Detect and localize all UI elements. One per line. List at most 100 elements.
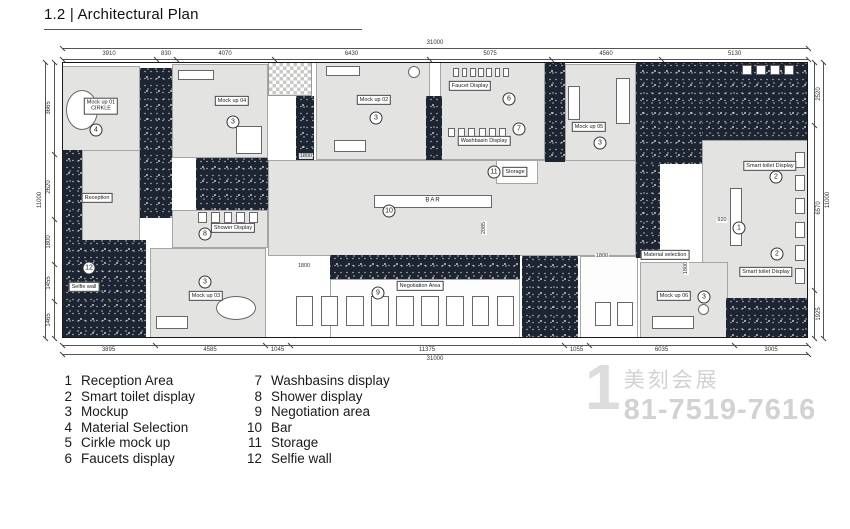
legend-item-number: 11 <box>247 435 262 451</box>
dimension-label: 31000 <box>425 356 445 362</box>
fixture <box>795 244 805 262</box>
fixture <box>471 296 490 326</box>
legend-item-number: 8 <box>254 388 262 404</box>
legend-item-number: 9 <box>254 404 262 420</box>
watermark-company: 美刻会展 <box>623 369 720 392</box>
fixture <box>568 86 580 120</box>
legend-item-label: Bar <box>271 419 293 435</box>
room-marker: 3 <box>369 111 383 125</box>
fixture <box>295 296 314 326</box>
dimension-label: 5130 <box>726 51 743 57</box>
dimension-label: 830 <box>159 51 173 57</box>
room-marker: 3 <box>226 115 240 129</box>
legend-item-label: Washbasins display <box>271 373 390 388</box>
room-marker: 8 <box>198 227 212 241</box>
dimension-tick <box>59 351 65 358</box>
legend-item-label: Cirkle mock up <box>81 435 171 451</box>
fixture <box>446 296 464 326</box>
room-marker: 10 <box>382 204 396 218</box>
dimension-line <box>62 59 808 60</box>
wall-block <box>62 240 146 338</box>
room-marker: 6 <box>502 92 516 106</box>
fixture <box>156 316 188 329</box>
wall-block <box>196 158 268 210</box>
legend-item-label: Reception Area <box>81 373 174 388</box>
dimension-tick <box>42 335 48 342</box>
dimension-label: 3910 <box>101 51 117 57</box>
room-label: BAR <box>425 197 441 204</box>
room-label: Mock up 04 <box>214 95 250 107</box>
room-label: Faucet Display <box>448 80 492 92</box>
fixture <box>795 198 805 215</box>
legend-item-number: 5 <box>64 435 72 451</box>
dimension-line <box>54 62 55 338</box>
dimension-label: 1045 <box>269 347 286 353</box>
fixture <box>698 304 709 315</box>
dimension-label: 5075 <box>482 51 498 57</box>
fixture <box>494 68 501 77</box>
room-marker: 3 <box>697 290 711 304</box>
room-marker: 9 <box>371 286 385 300</box>
wall-block <box>62 150 82 242</box>
fixture <box>486 68 493 77</box>
fixture <box>345 296 364 326</box>
dimension-label: 1055 <box>568 347 585 353</box>
room-label: Material selection <box>640 249 690 261</box>
legend-item-number: 6 <box>64 450 72 466</box>
fixture <box>447 128 455 137</box>
fixture <box>742 65 752 75</box>
dimension-line <box>62 354 808 355</box>
dimension-label: 3665 <box>46 100 52 116</box>
dimension-label: 1455 <box>46 274 52 291</box>
room-marker: 3 <box>593 136 607 150</box>
fixture <box>502 68 509 77</box>
legend-item-label: Faucets display <box>81 450 175 466</box>
dimension-line <box>62 345 808 346</box>
dimension-label: 4560 <box>598 51 614 57</box>
title-underline <box>44 29 362 30</box>
watermark: 1 美刻会展 81-7519-7616 <box>585 355 817 427</box>
fixture <box>371 296 389 326</box>
room-marker: 3 <box>198 275 212 289</box>
fixture <box>478 68 484 77</box>
inner-dimension: 1800 <box>594 253 610 259</box>
room-marker: 2 <box>770 247 784 261</box>
room-label: Storage <box>502 166 528 178</box>
room-label: Mock up 03 <box>188 290 224 302</box>
room-label: Reception <box>81 192 113 204</box>
fixture <box>396 296 414 326</box>
wall-block <box>522 256 578 338</box>
tiled-area <box>268 62 312 96</box>
legend-item-label: Negotiation area <box>271 404 371 420</box>
legend-item-label: Selfie wall <box>271 450 332 466</box>
dimension-label: 4585 <box>202 347 218 353</box>
room-marker: 1 <box>732 221 746 235</box>
dimension-line <box>45 62 46 338</box>
legend-item-number: 7 <box>254 373 262 388</box>
fixture <box>461 68 468 77</box>
wall-block <box>636 162 660 258</box>
fixture <box>249 212 259 223</box>
legend-item: 9 Negotiation area <box>240 404 390 420</box>
dimension-label: 11000 <box>37 190 43 210</box>
room-marker: 7 <box>512 122 526 136</box>
fixture <box>210 212 220 223</box>
fixture <box>652 316 694 329</box>
legend-item: 5 Cirkle mock up <box>50 435 195 451</box>
wall-block <box>140 68 172 218</box>
inner-dimension: 920 <box>716 217 728 223</box>
dimension-label: 31000 <box>425 40 445 46</box>
inner-dimension: 1800 <box>298 153 314 159</box>
dimension-label: 2520 <box>816 85 822 102</box>
fixture <box>236 212 246 223</box>
dimension-label: 1800 <box>46 233 52 250</box>
watermark-text-block: 美刻会展 81-7519-7616 <box>624 360 817 427</box>
legend-item-label: Smart toilet display <box>81 388 196 404</box>
fixture <box>616 78 630 124</box>
